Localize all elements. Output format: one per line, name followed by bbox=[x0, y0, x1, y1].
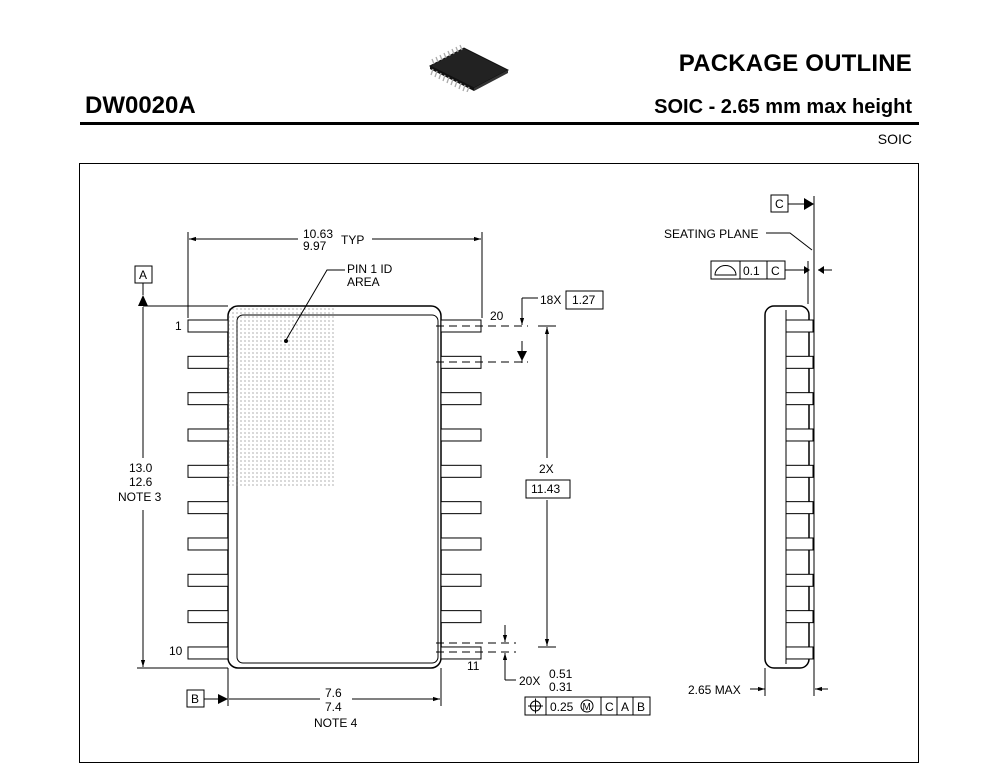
lead-left bbox=[187, 392, 229, 406]
lead-width-max: 0.51 bbox=[549, 667, 573, 681]
span-box bbox=[525, 479, 571, 499]
lead-side bbox=[785, 319, 814, 333]
package-drawing: 1 10 11 20 PIN 1 ID AREA 10.63 9.97 TYP … bbox=[118, 194, 832, 730]
left-leads bbox=[187, 319, 229, 660]
body-length-min: 12.6 bbox=[129, 475, 153, 489]
pitch-value: 1.27 bbox=[572, 293, 596, 307]
datum-a-label: A bbox=[139, 268, 147, 282]
body-length-note: NOTE 3 bbox=[118, 490, 162, 504]
lead-left bbox=[187, 610, 229, 624]
pin1-leader bbox=[285, 269, 345, 341]
right-leads bbox=[440, 319, 482, 660]
datum-c-label: C bbox=[775, 197, 784, 211]
lead-left bbox=[187, 355, 229, 369]
pin-20-label: 20 bbox=[490, 309, 504, 323]
span-count: 2X bbox=[539, 462, 554, 476]
lead-side bbox=[785, 501, 814, 515]
lead-right bbox=[440, 573, 482, 587]
package-code: DW0020A bbox=[85, 92, 196, 119]
flatness-frame: 0.1 C bbox=[710, 260, 786, 280]
lead-right bbox=[440, 501, 482, 515]
flatness-symbol-icon bbox=[714, 265, 737, 276]
position-value: 0.25 bbox=[550, 700, 574, 714]
top-view: 1 10 11 20 PIN 1 ID AREA 10.63 9.97 TYP … bbox=[118, 227, 651, 730]
position-datum-1: C bbox=[605, 700, 614, 714]
lead-side bbox=[785, 355, 814, 369]
position-datum-3: B bbox=[637, 700, 645, 714]
position-datum-2: A bbox=[621, 700, 629, 714]
mmc-modifier-icon bbox=[580, 699, 594, 713]
lead-left bbox=[187, 464, 229, 478]
lead-side bbox=[785, 537, 814, 551]
body-width-min: 7.4 bbox=[325, 700, 342, 714]
pin1-label-line2: AREA bbox=[347, 275, 380, 289]
span-value: 11.43 bbox=[531, 482, 560, 496]
package-body-inner bbox=[236, 314, 439, 664]
pin-1-label: 1 bbox=[175, 319, 182, 333]
datum-b-label: B bbox=[191, 692, 199, 706]
lead-right bbox=[440, 610, 482, 624]
lead-count: 20X bbox=[519, 674, 540, 688]
lead-side bbox=[785, 428, 814, 442]
body-width-max: 7.6 bbox=[325, 686, 342, 700]
flatness-datum: C bbox=[771, 264, 780, 278]
seating-plane-label: SEATING PLANE bbox=[664, 227, 758, 241]
page-title: PACKAGE OUTLINE bbox=[678, 50, 912, 77]
lead-right bbox=[440, 646, 482, 660]
lead-right bbox=[440, 537, 482, 551]
lead-left bbox=[187, 428, 229, 442]
pin-10-label: 10 bbox=[169, 644, 183, 658]
lead-right bbox=[440, 464, 482, 478]
lead-left bbox=[187, 646, 229, 660]
pin1-id-area bbox=[229, 307, 336, 487]
lead-left bbox=[187, 573, 229, 587]
pin1-label-line1: PIN 1 ID bbox=[347, 262, 393, 276]
height-label: 2.65 MAX bbox=[688, 683, 741, 697]
side-body-outline bbox=[764, 305, 810, 669]
side-leads bbox=[785, 310, 814, 664]
body-length-max: 13.0 bbox=[129, 461, 153, 475]
lead-right bbox=[440, 428, 482, 442]
package-body-outline bbox=[227, 305, 442, 669]
pin-11-label: 11 bbox=[467, 659, 480, 673]
package-type: SOIC bbox=[877, 131, 912, 147]
lead-side bbox=[785, 573, 814, 587]
package-subtitle: SOIC - 2.65 mm max height bbox=[654, 96, 912, 118]
lead-width-min: 0.31 bbox=[549, 680, 573, 694]
lead-right bbox=[440, 392, 482, 406]
side-view: C SEATING PLANE 0.1 C 2.65 M bbox=[664, 194, 832, 697]
lead-left bbox=[187, 501, 229, 515]
pitch-count: 18X bbox=[540, 293, 561, 307]
pitch-box bbox=[565, 290, 604, 310]
typ-width-max: 10.63 bbox=[303, 227, 333, 241]
position-tolerance-frame: 0.25 M C A B bbox=[524, 696, 651, 716]
position-modifier: M bbox=[583, 702, 591, 713]
lead-left bbox=[187, 537, 229, 551]
flatness-value: 0.1 bbox=[743, 264, 760, 278]
lead-left bbox=[187, 319, 229, 333]
lead-side bbox=[785, 392, 814, 406]
typ-width-min: 9.97 bbox=[303, 239, 327, 253]
typ-suffix: TYP bbox=[341, 233, 364, 247]
body-width-note: NOTE 4 bbox=[314, 716, 358, 730]
page: PACKAGE OUTLINE DW0020A SOIC - 2.65 mm m… bbox=[79, 44, 919, 763]
header-rule bbox=[80, 122, 919, 125]
lead-side bbox=[785, 464, 814, 478]
chip-thumbnail-icon bbox=[428, 44, 510, 92]
lead-side bbox=[785, 646, 814, 660]
lead-side bbox=[785, 610, 814, 624]
